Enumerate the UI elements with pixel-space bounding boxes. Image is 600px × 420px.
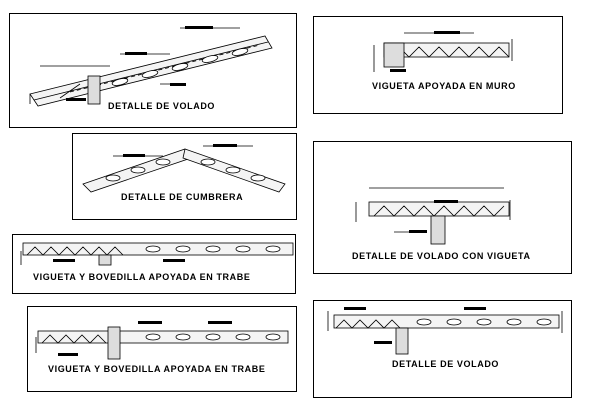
joist-beam-drawing-2 bbox=[35, 321, 289, 360]
panel-detalle-cumbrera: DETALLE DE CUMBRERA bbox=[72, 133, 297, 220]
joist-wall-drawing bbox=[373, 31, 513, 72]
panel-detalle-volado-1: DETALLE DE VOLADO bbox=[9, 13, 297, 128]
panel-vigueta-apoyada-muro: VIGUETA APOYADA EN MURO bbox=[313, 16, 563, 114]
panel-detalle-volado-2: DETALLE DE VOLADO bbox=[313, 300, 572, 398]
panel-vigueta-bovedilla-trabe-1: VIGUETA Y BOVEDILLA APOYADA EN TRABE bbox=[12, 234, 296, 294]
cantilever-drawing-2 bbox=[327, 307, 563, 355]
cantilever-joist-drawing bbox=[355, 187, 511, 245]
caption-detalle-volado-1: DETALLE DE VOLADO bbox=[108, 101, 216, 111]
caption-detalle-volado-2: DETALLE DE VOLADO bbox=[392, 359, 500, 369]
caption-detalle-cumbrera: DETALLE DE CUMBRERA bbox=[121, 192, 244, 202]
caption-vigueta-apoyada-muro: VIGUETA APOYADA EN MURO bbox=[372, 81, 516, 91]
caption-detalle-volado-vigueta: DETALLE DE VOLADO CON VIGUETA bbox=[352, 251, 531, 261]
slab-section-drawing bbox=[29, 26, 273, 107]
panel-detalle-volado-vigueta: DETALLE DE VOLADO CON VIGUETA bbox=[313, 141, 572, 274]
panel-vigueta-bovedilla-trabe-2: VIGUETA Y BOVEDILLA APOYADA EN TRABE bbox=[27, 306, 297, 392]
caption-vigueta-bovedilla-trabe-2: VIGUETA Y BOVEDILLA APOYADA EN TRABE bbox=[48, 364, 266, 374]
ridge-drawing bbox=[82, 144, 286, 193]
joist-beam-drawing-1 bbox=[20, 242, 294, 266]
caption-vigueta-bovedilla-trabe-1: VIGUETA Y BOVEDILLA APOYADA EN TRABE bbox=[33, 272, 251, 282]
